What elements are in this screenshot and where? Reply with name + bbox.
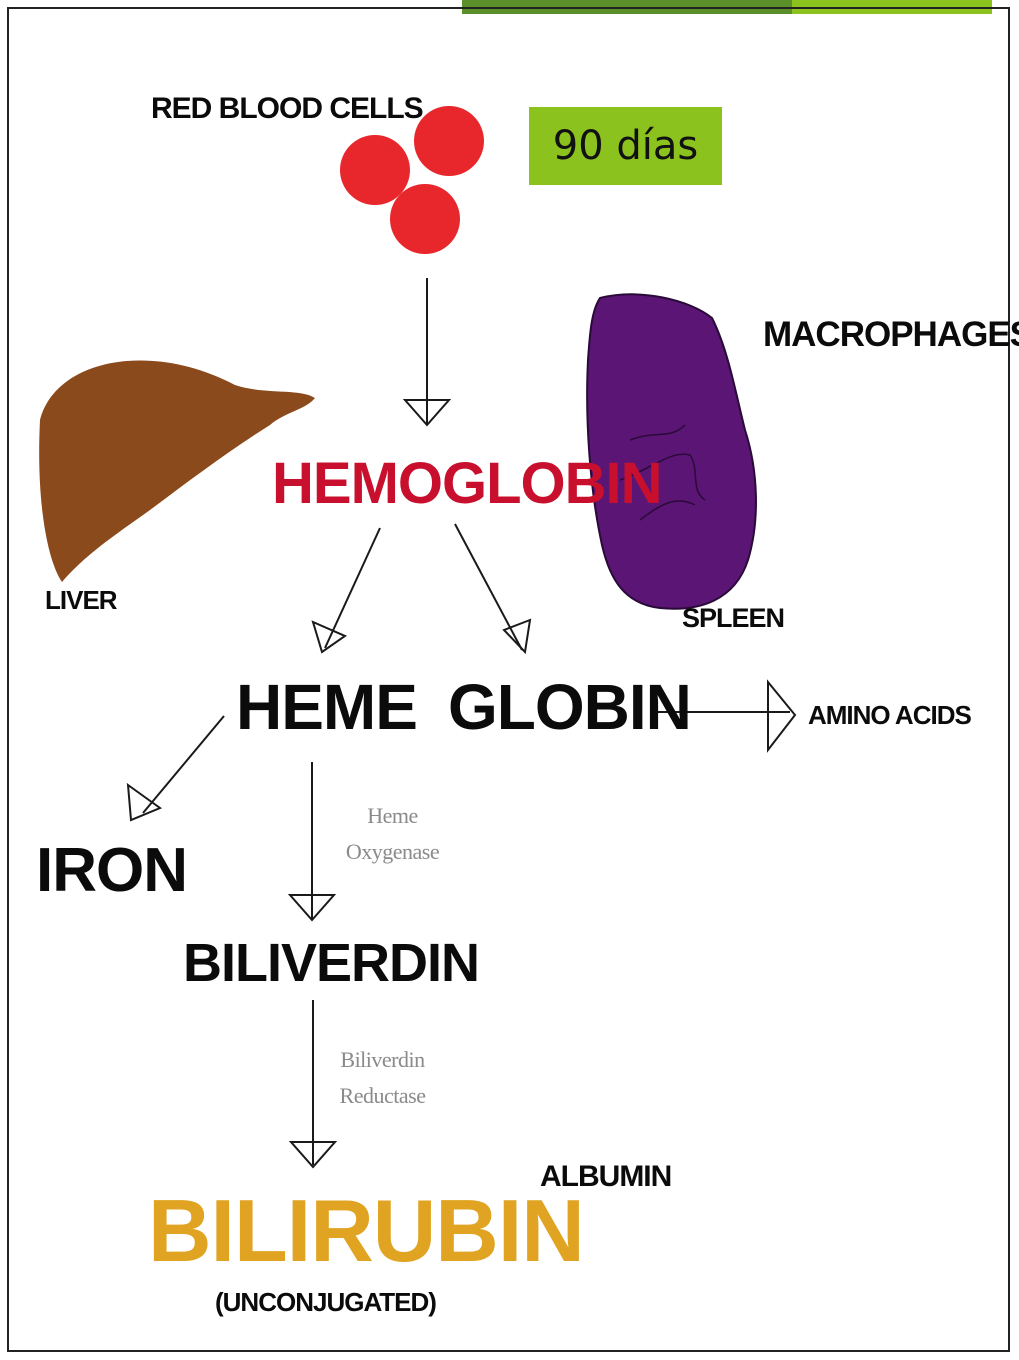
enzyme-heme-oxygenase: Heme Oxygenase (335, 798, 450, 870)
label-biliverdin: BILIVERDIN (183, 932, 479, 994)
red-blood-cell (414, 106, 484, 176)
label-bilirubin: BILIRUBIN (148, 1180, 584, 1282)
enzyme-heme-oxygenase-line1: Heme (335, 798, 450, 834)
label-amino-acids: AMINO ACIDS (808, 700, 971, 731)
label-heme: HEME (236, 670, 417, 744)
enzyme-biliverdin-reductase-line2: Reductase (325, 1078, 440, 1114)
label-hemoglobin: HEMOGLOBIN (272, 450, 662, 517)
red-blood-cells-icon (340, 106, 484, 254)
label-liver: LIVER (45, 585, 117, 616)
red-blood-cell (390, 184, 460, 254)
label-macrophages: MACROPHAGES (763, 315, 1019, 355)
label-unconjugated: (UNCONJUGATED) (215, 1287, 436, 1318)
enzyme-biliverdin-reductase: Biliverdin Reductase (325, 1042, 440, 1114)
label-globin: GLOBIN (448, 670, 691, 744)
label-spleen: SPLEEN (682, 603, 784, 634)
duration-badge: 90 días (529, 107, 722, 185)
label-red-blood-cells: RED BLOOD CELLS (151, 92, 423, 126)
enzyme-heme-oxygenase-line2: Oxygenase (335, 834, 450, 870)
red-blood-cell (340, 135, 410, 205)
enzyme-biliverdin-reductase-line1: Biliverdin (325, 1042, 440, 1078)
label-iron: IRON (36, 835, 187, 906)
